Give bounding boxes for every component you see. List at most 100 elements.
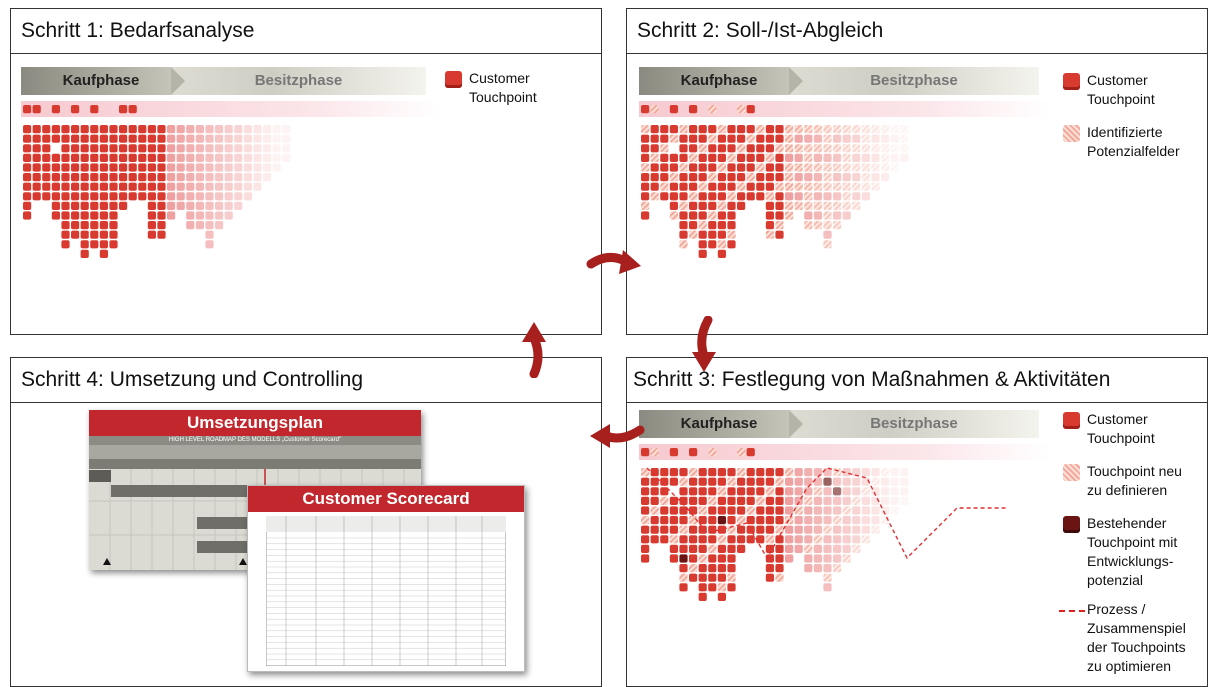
touchpoint-cell — [128, 182, 137, 191]
touchpoint-cell — [195, 144, 204, 153]
touchpoint-cell — [813, 564, 822, 573]
touchpoint-cell — [234, 134, 243, 143]
touchpoint-cell — [660, 516, 669, 525]
touchpoint-cell — [669, 554, 678, 563]
touchpoint-cell — [71, 211, 80, 220]
touchpoint-cell — [157, 201, 166, 210]
touchpoint-cell — [128, 192, 137, 201]
touchpoint-cell — [282, 153, 291, 162]
touchpoint-cell — [756, 487, 765, 496]
touchpoint-cell — [109, 144, 118, 153]
touchpoint-cell — [900, 134, 909, 143]
touchpoint-cell — [282, 144, 291, 153]
touchpoint-cell — [61, 201, 70, 210]
touchpoint-cell — [727, 535, 736, 544]
touchpoint-cell — [641, 201, 650, 210]
touchpoint-cell — [794, 516, 803, 525]
touchpoint-cell — [157, 192, 166, 201]
touchpoint-cell — [205, 240, 214, 249]
touchpoint-cell — [99, 182, 108, 191]
touchpoint-cell — [32, 163, 41, 172]
touchpoint-cell — [641, 535, 650, 544]
touchpoint-cell — [727, 487, 736, 496]
touchpoint-cell — [61, 173, 70, 182]
touchpoint-cell — [689, 201, 698, 210]
touchpoint-cell — [147, 173, 156, 182]
touchpoint-cell — [756, 477, 765, 486]
touchpoint-cell — [852, 525, 861, 534]
touchpoint-cell — [669, 506, 678, 515]
touchpoint-cell — [669, 182, 678, 191]
touchpoint-cell — [890, 477, 899, 486]
touchpoint-cell — [698, 564, 707, 573]
touchpoint-cell — [708, 544, 717, 553]
touchpoint-cell — [861, 125, 870, 134]
touchpoint-cell — [861, 144, 870, 153]
touchpoint-cell — [698, 477, 707, 486]
touchpoint-cell — [157, 182, 166, 191]
touchpoint-cell — [852, 477, 861, 486]
touchpoint-cell — [708, 182, 717, 191]
touchpoint-cell — [727, 153, 736, 162]
touchpoint-cell — [717, 125, 726, 134]
touchpoint-swatch — [1063, 73, 1080, 90]
touchpoint-cell — [689, 564, 698, 573]
touchpoint-cell — [119, 173, 128, 182]
touchpoint-cell — [775, 554, 784, 563]
touchpoint-cell — [689, 554, 698, 563]
arrow-3-to-4 — [590, 424, 645, 448]
touchpoint-cell — [833, 163, 842, 172]
touchpoint-cell — [109, 192, 118, 201]
touchpoint-cell — [727, 544, 736, 553]
touchpoint-cell — [746, 182, 755, 191]
touchpoint-cell — [794, 468, 803, 477]
touchpoint-cell — [90, 163, 99, 172]
touchpoint-cell — [215, 125, 224, 134]
touchpoint-cell — [147, 221, 156, 230]
touchpoint-cell — [765, 496, 774, 505]
touchpoint-cell — [186, 173, 195, 182]
touchpoint-cell — [717, 230, 726, 239]
touchpoint-cell — [61, 230, 70, 239]
touchpoint-cell — [32, 125, 41, 134]
touchpoint-cell — [119, 125, 128, 134]
touchpoint-cell — [641, 153, 650, 162]
legend-existing-label: Bestehender Touchpoint mit Entwicklungs-… — [1087, 515, 1178, 588]
touchpoint-cell — [785, 201, 794, 210]
touchpoint-cell — [641, 182, 650, 191]
touchpoint-cell — [717, 525, 726, 534]
touchpoint-cell — [660, 125, 669, 134]
touchpoint-cell — [660, 182, 669, 191]
touchpoint-cell — [90, 240, 99, 249]
touchpoint-cell — [669, 477, 678, 486]
touchpoint-cell — [804, 173, 813, 182]
touchpoint-cell — [689, 211, 698, 220]
touchpoint-cell — [900, 468, 909, 477]
touchpoint-cell — [205, 173, 214, 182]
touchpoint-cell — [90, 105, 99, 114]
touchpoint-cell — [890, 487, 899, 496]
touchpoint-cell — [746, 192, 755, 201]
touchpoint-cell — [813, 182, 822, 191]
touchpoint-cell — [823, 525, 832, 534]
touchpoint-cell — [785, 163, 794, 172]
touchpoint-cell — [746, 535, 755, 544]
touchpoint-cell — [650, 144, 659, 153]
touchpoint-cell — [253, 153, 262, 162]
touchpoint-cell — [871, 468, 880, 477]
touchpoint-cell — [42, 192, 51, 201]
touchpoint-cell — [698, 173, 707, 182]
touchpoint-cell — [794, 525, 803, 534]
panel-step-2: Schritt 2: Soll-/Ist-Abgleich Kaufphase … — [626, 8, 1208, 335]
touchpoint-cell — [138, 163, 147, 172]
touchpoint-cell — [167, 144, 176, 153]
touchpoint-cell — [871, 477, 880, 486]
touchpoint-cell — [186, 163, 195, 172]
touchpoint-cell — [689, 221, 698, 230]
touchpoint-cell — [689, 506, 698, 515]
touchpoint-cell — [765, 468, 774, 477]
touchpoint-cell — [881, 134, 890, 143]
touchpoint-cell — [234, 163, 243, 172]
touchpoint-cell — [71, 153, 80, 162]
touchpoint-cell — [679, 583, 688, 592]
